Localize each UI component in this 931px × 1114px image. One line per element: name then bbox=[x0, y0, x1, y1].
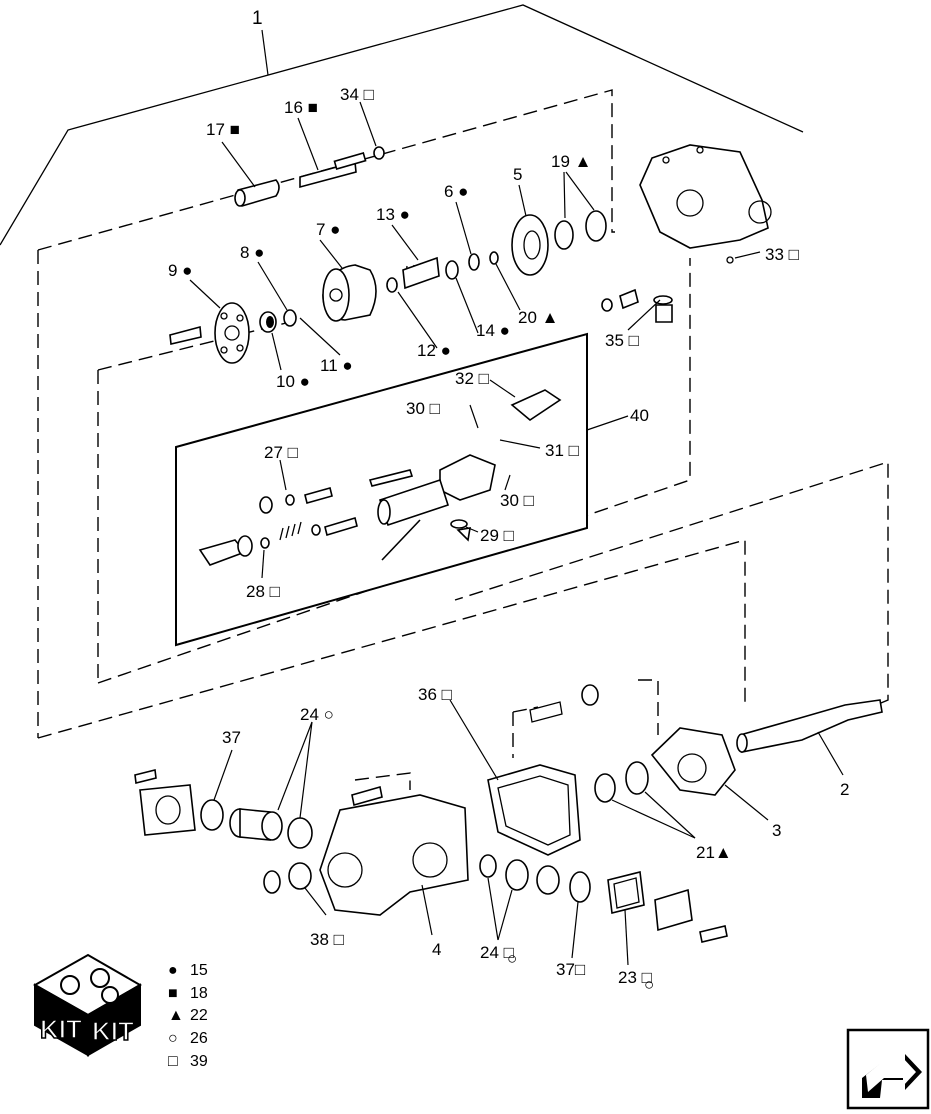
part-20-washer bbox=[489, 251, 521, 311]
legend-symbol-4: ○ bbox=[168, 1030, 178, 1047]
part-11-pin bbox=[299, 317, 341, 356]
legend-number-4: 26 bbox=[190, 1030, 208, 1047]
legend-symbol-1: ● bbox=[168, 962, 178, 979]
callout-38: 38 □ bbox=[310, 930, 344, 949]
subassembly-40-parts bbox=[198, 379, 562, 579]
part-23-gasket bbox=[607, 871, 645, 966]
part-8-bushing bbox=[257, 261, 297, 327]
kit-box-icon: KIT KIT bbox=[32, 953, 143, 1057]
callout-1: 1 bbox=[252, 8, 263, 29]
callout-37-left: 37 bbox=[222, 728, 241, 747]
part-24-bearing-upper bbox=[229, 721, 313, 849]
part-3-flange bbox=[650, 727, 769, 821]
legend-symbol-2: ■ bbox=[168, 985, 178, 1002]
legend-symbol-3: ▲ bbox=[168, 1007, 184, 1024]
callout-11: 11 ● bbox=[320, 356, 353, 375]
callout-6: 6 ● bbox=[444, 182, 468, 201]
callout-36: 36 □ bbox=[418, 685, 452, 704]
callout-12: 12 ● bbox=[417, 341, 451, 360]
callout-13: 13 ● bbox=[376, 205, 410, 224]
part-34-ring bbox=[359, 101, 385, 160]
callout-3: 3 bbox=[772, 821, 781, 840]
callout-29: 29 □ bbox=[480, 526, 514, 545]
part-36-gasket bbox=[449, 684, 599, 856]
callout-24-bottom: 24 □ bbox=[480, 943, 514, 962]
callout-30-top: 30 □ bbox=[406, 399, 440, 418]
callout-40: 40 bbox=[630, 406, 649, 425]
callout-16: 16 ■ bbox=[284, 98, 318, 117]
callout-17: 17 ■ bbox=[206, 120, 240, 139]
part-35-plug bbox=[601, 288, 673, 331]
callout-24-bottom-circle: ○ bbox=[507, 949, 517, 968]
next-page-arrow-icon bbox=[862, 1054, 922, 1098]
callout-24-top: 24 ○ bbox=[300, 705, 334, 724]
callout-labels: 1 2 3 4 5 6 ● 7 ● 8 ● 9 ● 10 ● 11 ● 12 ●… bbox=[168, 8, 849, 994]
legend-number-5: 39 bbox=[190, 1053, 208, 1070]
callout-28: 28 □ bbox=[246, 582, 280, 601]
part-13-spring bbox=[391, 224, 440, 290]
callout-5: 5 bbox=[513, 165, 522, 184]
part-19-bearing bbox=[554, 171, 607, 250]
legend-symbol-5: □ bbox=[168, 1053, 178, 1070]
kit-label-right: KIT bbox=[92, 1016, 134, 1046]
kit-legend: ● 15 ■ 18 ▲ 22 ○ 26 □ 39 bbox=[168, 962, 208, 1070]
next-page-button[interactable] bbox=[846, 1028, 930, 1110]
part-21-bearing bbox=[594, 761, 696, 839]
legend-number-1: 15 bbox=[190, 962, 208, 979]
callout-20: 20 ▲ bbox=[518, 308, 558, 327]
callout-32: 32 □ bbox=[455, 369, 489, 388]
legend-number-2: 18 bbox=[190, 985, 208, 1002]
part-end-cover bbox=[639, 144, 772, 264]
callout-7: 7 ● bbox=[316, 220, 340, 239]
subassembly-40-box bbox=[175, 332, 629, 647]
kit-label-left: KIT bbox=[40, 1014, 82, 1044]
callout-21: 21▲ bbox=[696, 843, 732, 862]
part-5-swashplate bbox=[511, 184, 549, 276]
callout-9: 9 ● bbox=[168, 261, 192, 280]
part-4-housing bbox=[319, 785, 469, 936]
callout-19: 19 ▲ bbox=[551, 152, 591, 171]
callout-8: 8 ● bbox=[240, 243, 264, 262]
callout-31: 31 □ bbox=[545, 441, 579, 460]
assembly-bracket-1 bbox=[0, 4, 804, 246]
part-12-washer bbox=[386, 277, 438, 349]
legend-number-3: 22 bbox=[190, 1007, 208, 1024]
part-17-sleeve bbox=[221, 141, 280, 207]
callout-33: 33 □ bbox=[765, 245, 799, 264]
callout-27: 27 □ bbox=[264, 443, 298, 462]
part-9-valve-plate bbox=[169, 279, 250, 364]
callout-2: 2 bbox=[840, 780, 849, 799]
callout-4: 4 bbox=[432, 940, 441, 959]
callout-23: 23 □ bbox=[618, 968, 652, 987]
callout-30-bottom: 30 □ bbox=[500, 491, 534, 510]
part-16-spool bbox=[297, 117, 367, 189]
part-37-seal-left bbox=[200, 749, 233, 831]
part-7-cylinder-block bbox=[319, 239, 377, 322]
part-38-bearing bbox=[263, 862, 327, 916]
callout-35: 35 □ bbox=[605, 331, 639, 350]
part-cover-plate-right bbox=[654, 888, 728, 943]
part-cover-plate-left bbox=[134, 769, 196, 836]
callout-14: 14 ● bbox=[476, 321, 510, 340]
part-37-seal-right bbox=[569, 871, 591, 959]
callout-37-right: 37□ bbox=[556, 960, 585, 979]
part-10-bushing bbox=[259, 311, 282, 371]
callout-34: 34 □ bbox=[340, 85, 374, 104]
part-24-bearing-lower bbox=[479, 854, 560, 941]
callout-10: 10 ● bbox=[276, 372, 310, 391]
part-14-ring bbox=[445, 260, 479, 334]
callout-23-circle: ○ bbox=[644, 975, 654, 994]
part-2-shaft bbox=[736, 699, 883, 776]
part-6-snap-ring bbox=[455, 201, 480, 271]
